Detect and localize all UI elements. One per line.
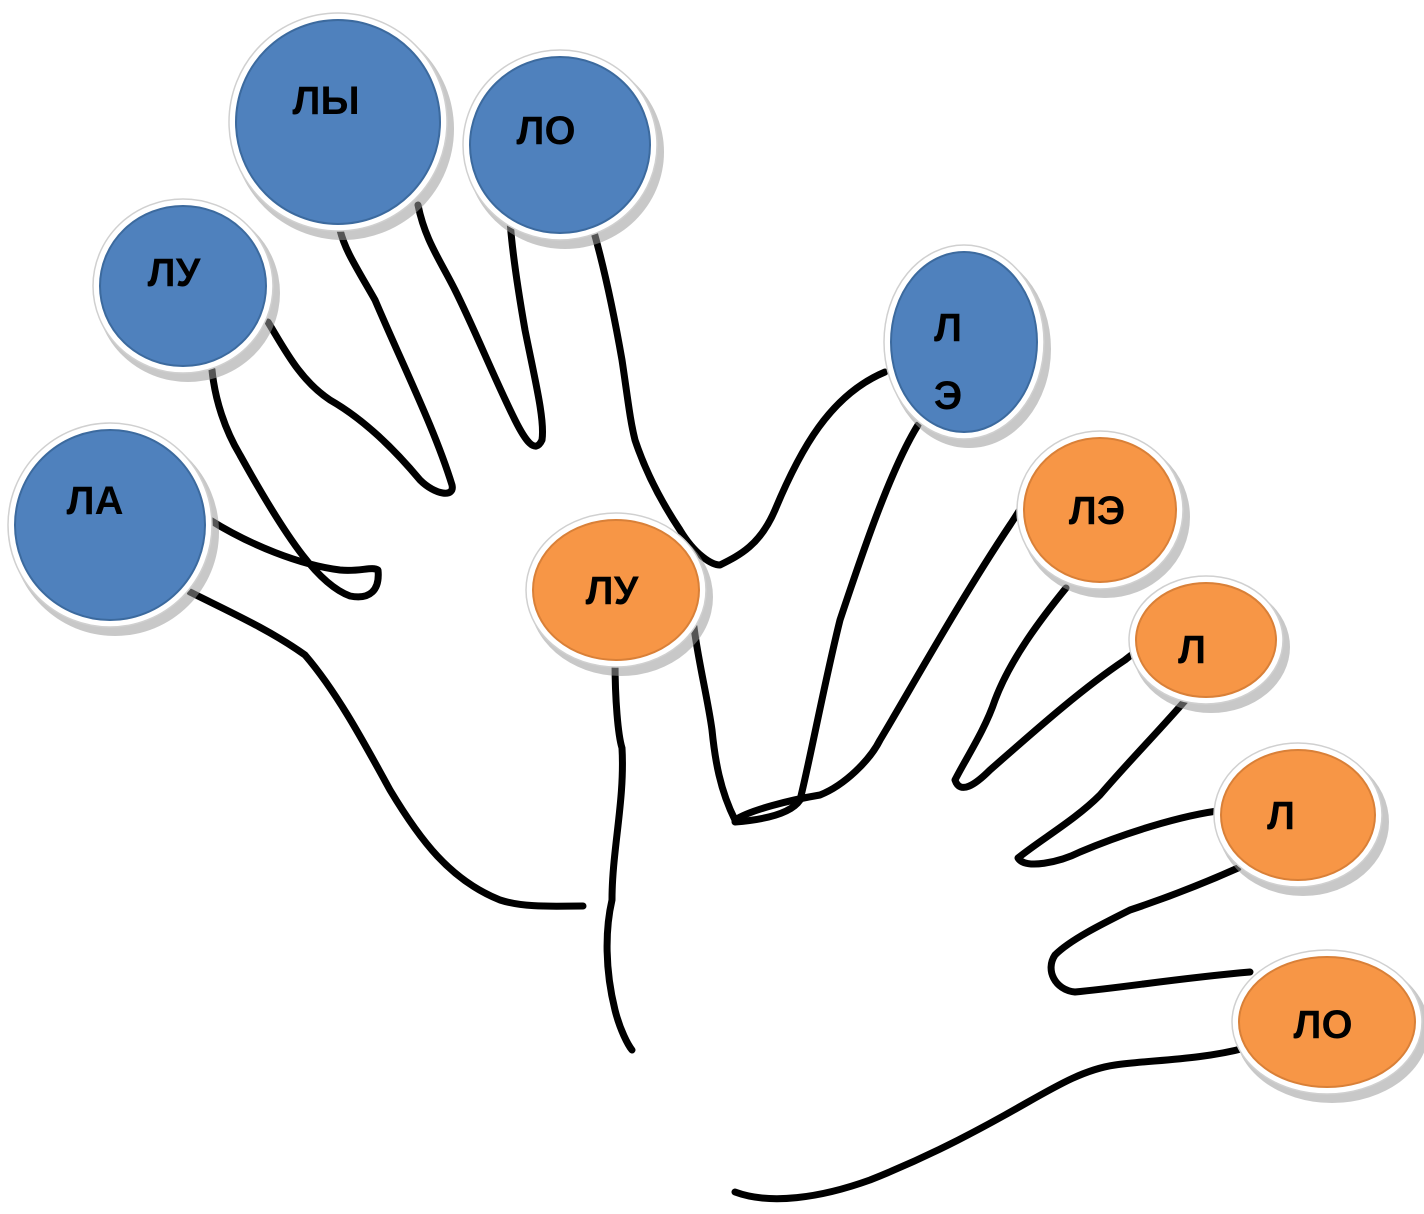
left-finger-4-circle [469, 56, 651, 234]
left-finger-1-circle [14, 429, 206, 621]
right-finger-1-label: ЛУ [586, 569, 640, 613]
left-hand-pinky-outer [186, 588, 587, 910]
right-finger-5-bubble: ЛО [1231, 949, 1424, 1103]
left-finger-5-circle [890, 251, 1038, 433]
right-finger-5-circle [1238, 956, 1416, 1088]
right-hand-outline [603, 494, 1254, 1203]
right-finger-2-label: ЛЭ [1069, 489, 1126, 533]
right-hand-ring-pinky-gap [1047, 864, 1254, 996]
right-finger-3-bubble: Л [1128, 575, 1290, 713]
left-finger-5-label-partial: Э [934, 374, 962, 418]
right-finger-2-circle [1023, 437, 1177, 583]
right-finger-5-label: ЛО [1293, 1003, 1352, 1047]
right-hand-thumb-index-gap [690, 494, 1034, 824]
right-finger-4-label: Л [1267, 794, 1295, 838]
left-finger-5-bubble: ЛЭ [883, 244, 1051, 448]
right-finger-4-circle [1220, 749, 1376, 881]
right-finger-3-label: Л [1178, 628, 1206, 672]
right-finger-4-bubble: Л [1213, 742, 1389, 896]
left-hand-index-thumb-gap [588, 221, 889, 569]
left-hand-ring-middle-gap [264, 226, 456, 497]
left-finger-2-bubble: ЛУ [92, 198, 280, 382]
left-hand-outline [186, 201, 922, 910]
right-finger-1-circle [532, 519, 700, 661]
left-finger-2-circle [99, 205, 267, 367]
left-finger-2-label: ЛУ [148, 251, 202, 295]
right-finger-2-bubble: ЛЭ [1016, 430, 1190, 598]
left-hand-pinky-ring-gap [206, 366, 382, 601]
left-finger-4-label: ЛО [516, 109, 575, 153]
left-finger-1-bubble: ЛА [7, 422, 219, 636]
right-finger-1-bubble: ЛУ [525, 512, 713, 676]
right-hand-index-middle-gap [951, 584, 1149, 791]
left-hand-middle-index-gap [414, 201, 547, 450]
left-hand-thumb-wrist [731, 421, 922, 826]
right-hand-pinky-wrist [731, 1044, 1249, 1203]
right-hand-middle-ring-gap [1014, 691, 1229, 868]
left-finger-3-label: ЛЫ [292, 79, 359, 123]
right-hand-thumb-wrist [603, 656, 636, 1054]
left-finger-3-circle [235, 19, 441, 225]
left-finger-3-bubble: ЛЫ [228, 12, 454, 240]
left-finger-1-label: ЛА [67, 479, 124, 523]
left-finger-5-label: Л [934, 306, 962, 350]
right-finger-3-circle [1135, 582, 1277, 698]
left-finger-4-bubble: ЛО [462, 49, 664, 249]
